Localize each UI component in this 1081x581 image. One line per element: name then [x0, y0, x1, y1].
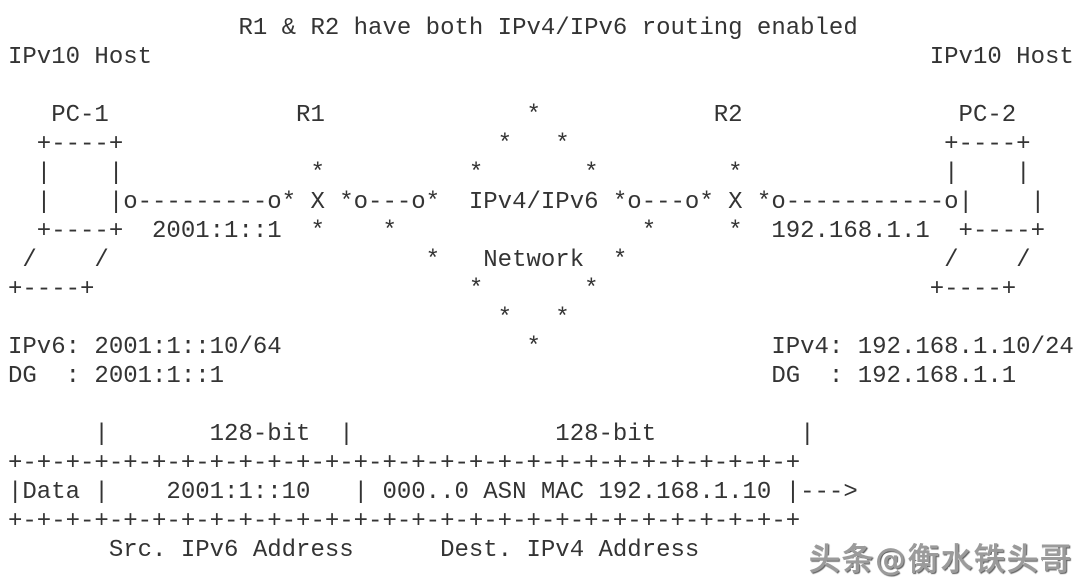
- toutiao-watermark: 头条@衡水铁头哥: [809, 542, 1073, 578]
- ascii-network-diagram: R1 & R2 have both IPv4/IPv6 routing enab…: [8, 15, 1074, 564]
